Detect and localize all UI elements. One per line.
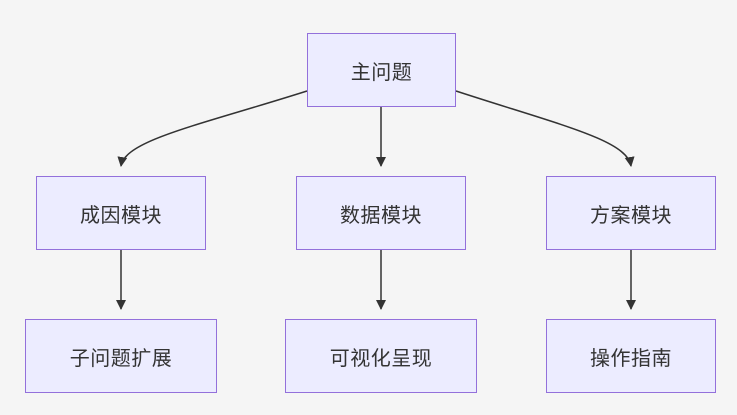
node-visualization-label: 可视化呈现: [329, 345, 433, 370]
node-data-module: 数据模块: [296, 176, 466, 250]
node-cause-module: 成因模块: [36, 176, 206, 250]
node-operation-guide-label: 操作指南: [590, 345, 672, 370]
node-operation-guide: 操作指南: [546, 319, 716, 393]
node-main-question: 主问题: [307, 33, 456, 107]
node-cause-module-label: 成因模块: [80, 202, 162, 227]
node-main-question-label: 主问题: [350, 59, 413, 84]
edge-root-plan: [455, 90, 635, 167]
node-plan-module-label: 方案模块: [590, 202, 672, 227]
node-subquestion-expansion-label: 子问题扩展: [69, 345, 173, 370]
edge-root-cause: [117, 90, 308, 167]
node-visualization: 可视化呈现: [285, 319, 477, 393]
node-plan-module: 方案模块: [546, 176, 716, 250]
node-subquestion-expansion: 子问题扩展: [25, 319, 217, 393]
node-data-module-label: 数据模块: [340, 202, 422, 227]
